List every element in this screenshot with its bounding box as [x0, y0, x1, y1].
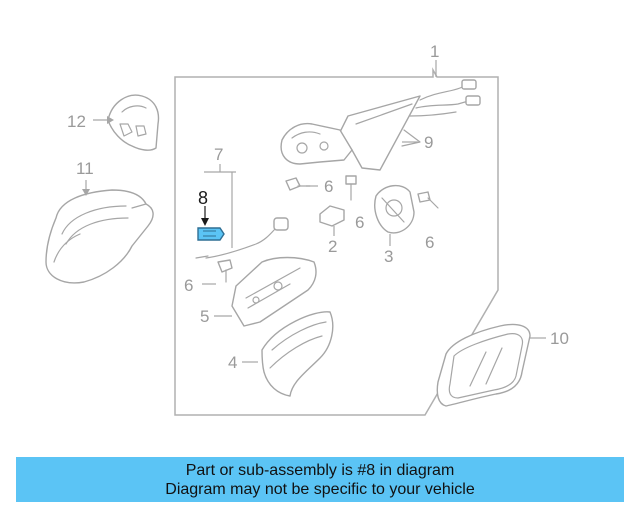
callout-4: 4 — [228, 353, 237, 372]
banner-line-2: Diagram may not be specific to your vehi… — [165, 481, 475, 498]
callout-8: 8 — [198, 188, 208, 208]
part-11-mirror-housing — [45, 189, 154, 284]
callout-2: 2 — [328, 237, 337, 256]
callout-6d: 6 — [184, 276, 193, 295]
callout-3: 3 — [384, 247, 393, 266]
part-3-actuator — [374, 185, 415, 234]
part-12-cover — [107, 94, 160, 151]
assembly-frame — [174, 67, 499, 416]
part-6-screw-c — [417, 191, 439, 209]
callout-6c: 6 — [425, 233, 434, 252]
info-banner: Part or sub-assembly is #8 in diagram Di… — [16, 457, 624, 502]
callout-9: 9 — [424, 133, 433, 152]
callout-7: 7 — [214, 145, 223, 164]
part-6-screw-d — [217, 259, 233, 283]
part-9-mirror-base — [280, 79, 481, 171]
part-10-mirror-glass — [436, 323, 531, 407]
part-5-bracket — [231, 256, 317, 327]
callout-1: 1 — [430, 42, 439, 61]
part-8-highlight — [197, 227, 225, 241]
part-7-harness — [195, 164, 289, 259]
part-4-lower-cover — [261, 311, 334, 397]
part-8-lamp — [197, 227, 225, 241]
callout-6a: 6 — [324, 177, 333, 196]
part-2-clip — [319, 205, 345, 227]
banner-line-1: Part or sub-assembly is #8 in diagram — [185, 462, 455, 479]
callout-6b: 6 — [355, 213, 364, 232]
arrow-8 — [201, 218, 209, 226]
callout-10: 10 — [550, 329, 569, 348]
part-6-screw-b — [345, 175, 357, 201]
callout-5: 5 — [200, 307, 209, 326]
arrow-11 — [82, 189, 90, 196]
callout-12: 12 — [67, 112, 86, 131]
part-6-screw-a — [285, 177, 311, 191]
callout-11: 11 — [76, 159, 94, 178]
arrow-12 — [107, 116, 114, 124]
